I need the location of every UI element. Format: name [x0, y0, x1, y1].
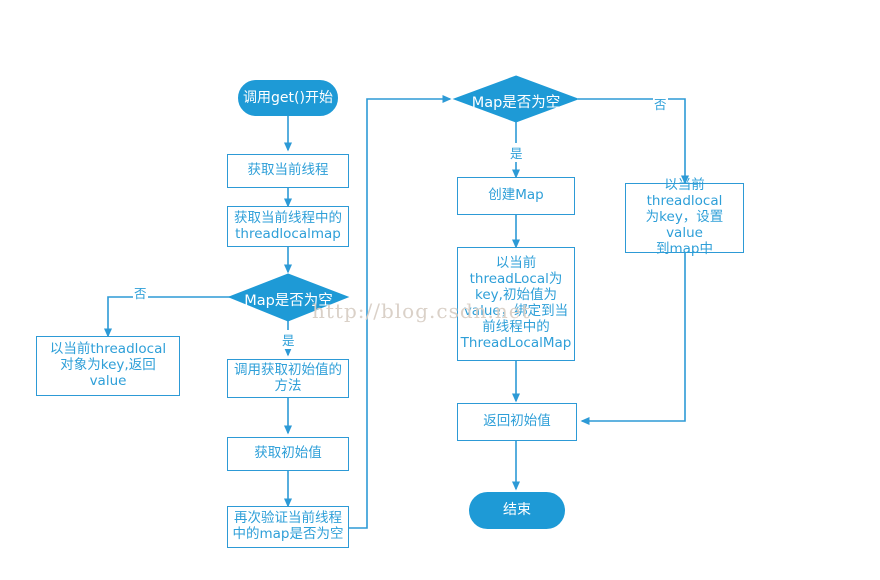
node-revalidate-map-empty[interactable]: 再次验证当前线程中的map是否为空 — [227, 506, 349, 548]
edge-label-right-yes: 是 — [509, 143, 524, 162]
node-return-initial-value[interactable]: 返回初始值 — [457, 403, 577, 441]
edge-label-right-no: 否 — [653, 94, 668, 113]
node-create-map[interactable]: 创建Map — [457, 177, 575, 215]
node-call-initial-value-method[interactable]: 调用获取初始值的方法 — [227, 359, 349, 398]
node-return-initial-value-label: 返回初始值 — [483, 413, 551, 430]
node-start[interactable]: 调用get()开始 — [238, 80, 338, 116]
node-decision-map-empty-left[interactable]: Map是否为空 — [229, 289, 348, 310]
decision-shape-map-empty-left — [227, 273, 350, 322]
edge-set-value-to-return-initial — [580, 253, 686, 425]
node-get-initial-value-label: 获取初始值 — [254, 445, 322, 462]
node-decision-map-empty-left-label: Map是否为空 — [244, 293, 333, 309]
decision-shape-map-empty-right — [452, 75, 580, 123]
node-revalidate-map-empty-label: 再次验证当前线程中的map是否为空 — [232, 510, 344, 542]
node-end[interactable]: 结束 — [469, 492, 565, 529]
node-decision-map-empty-right[interactable]: Map是否为空 — [455, 91, 577, 112]
edge-label-left-no: 否 — [133, 283, 148, 302]
node-end-label: 结束 — [503, 502, 531, 519]
node-get-initial-value[interactable]: 获取初始值 — [227, 437, 349, 471]
edge-decision-no-to-return-value — [104, 296, 230, 338]
node-start-label: 调用get()开始 — [243, 89, 333, 106]
node-call-initial-value-method-label: 调用获取初始值的方法 — [234, 361, 342, 394]
node-get-current-thread[interactable]: 获取当前线程 — [227, 154, 349, 188]
node-create-map-label: 创建Map — [488, 187, 544, 204]
node-get-current-thread-label: 获取当前线程 — [247, 162, 329, 179]
node-decision-map-empty-right-label: Map是否为空 — [471, 95, 561, 111]
edge-label-left-yes: 是 — [281, 330, 296, 349]
edge-revalidate-to-right-decision — [349, 95, 452, 529]
edge-right-decision-no-to-set-value — [578, 98, 689, 185]
